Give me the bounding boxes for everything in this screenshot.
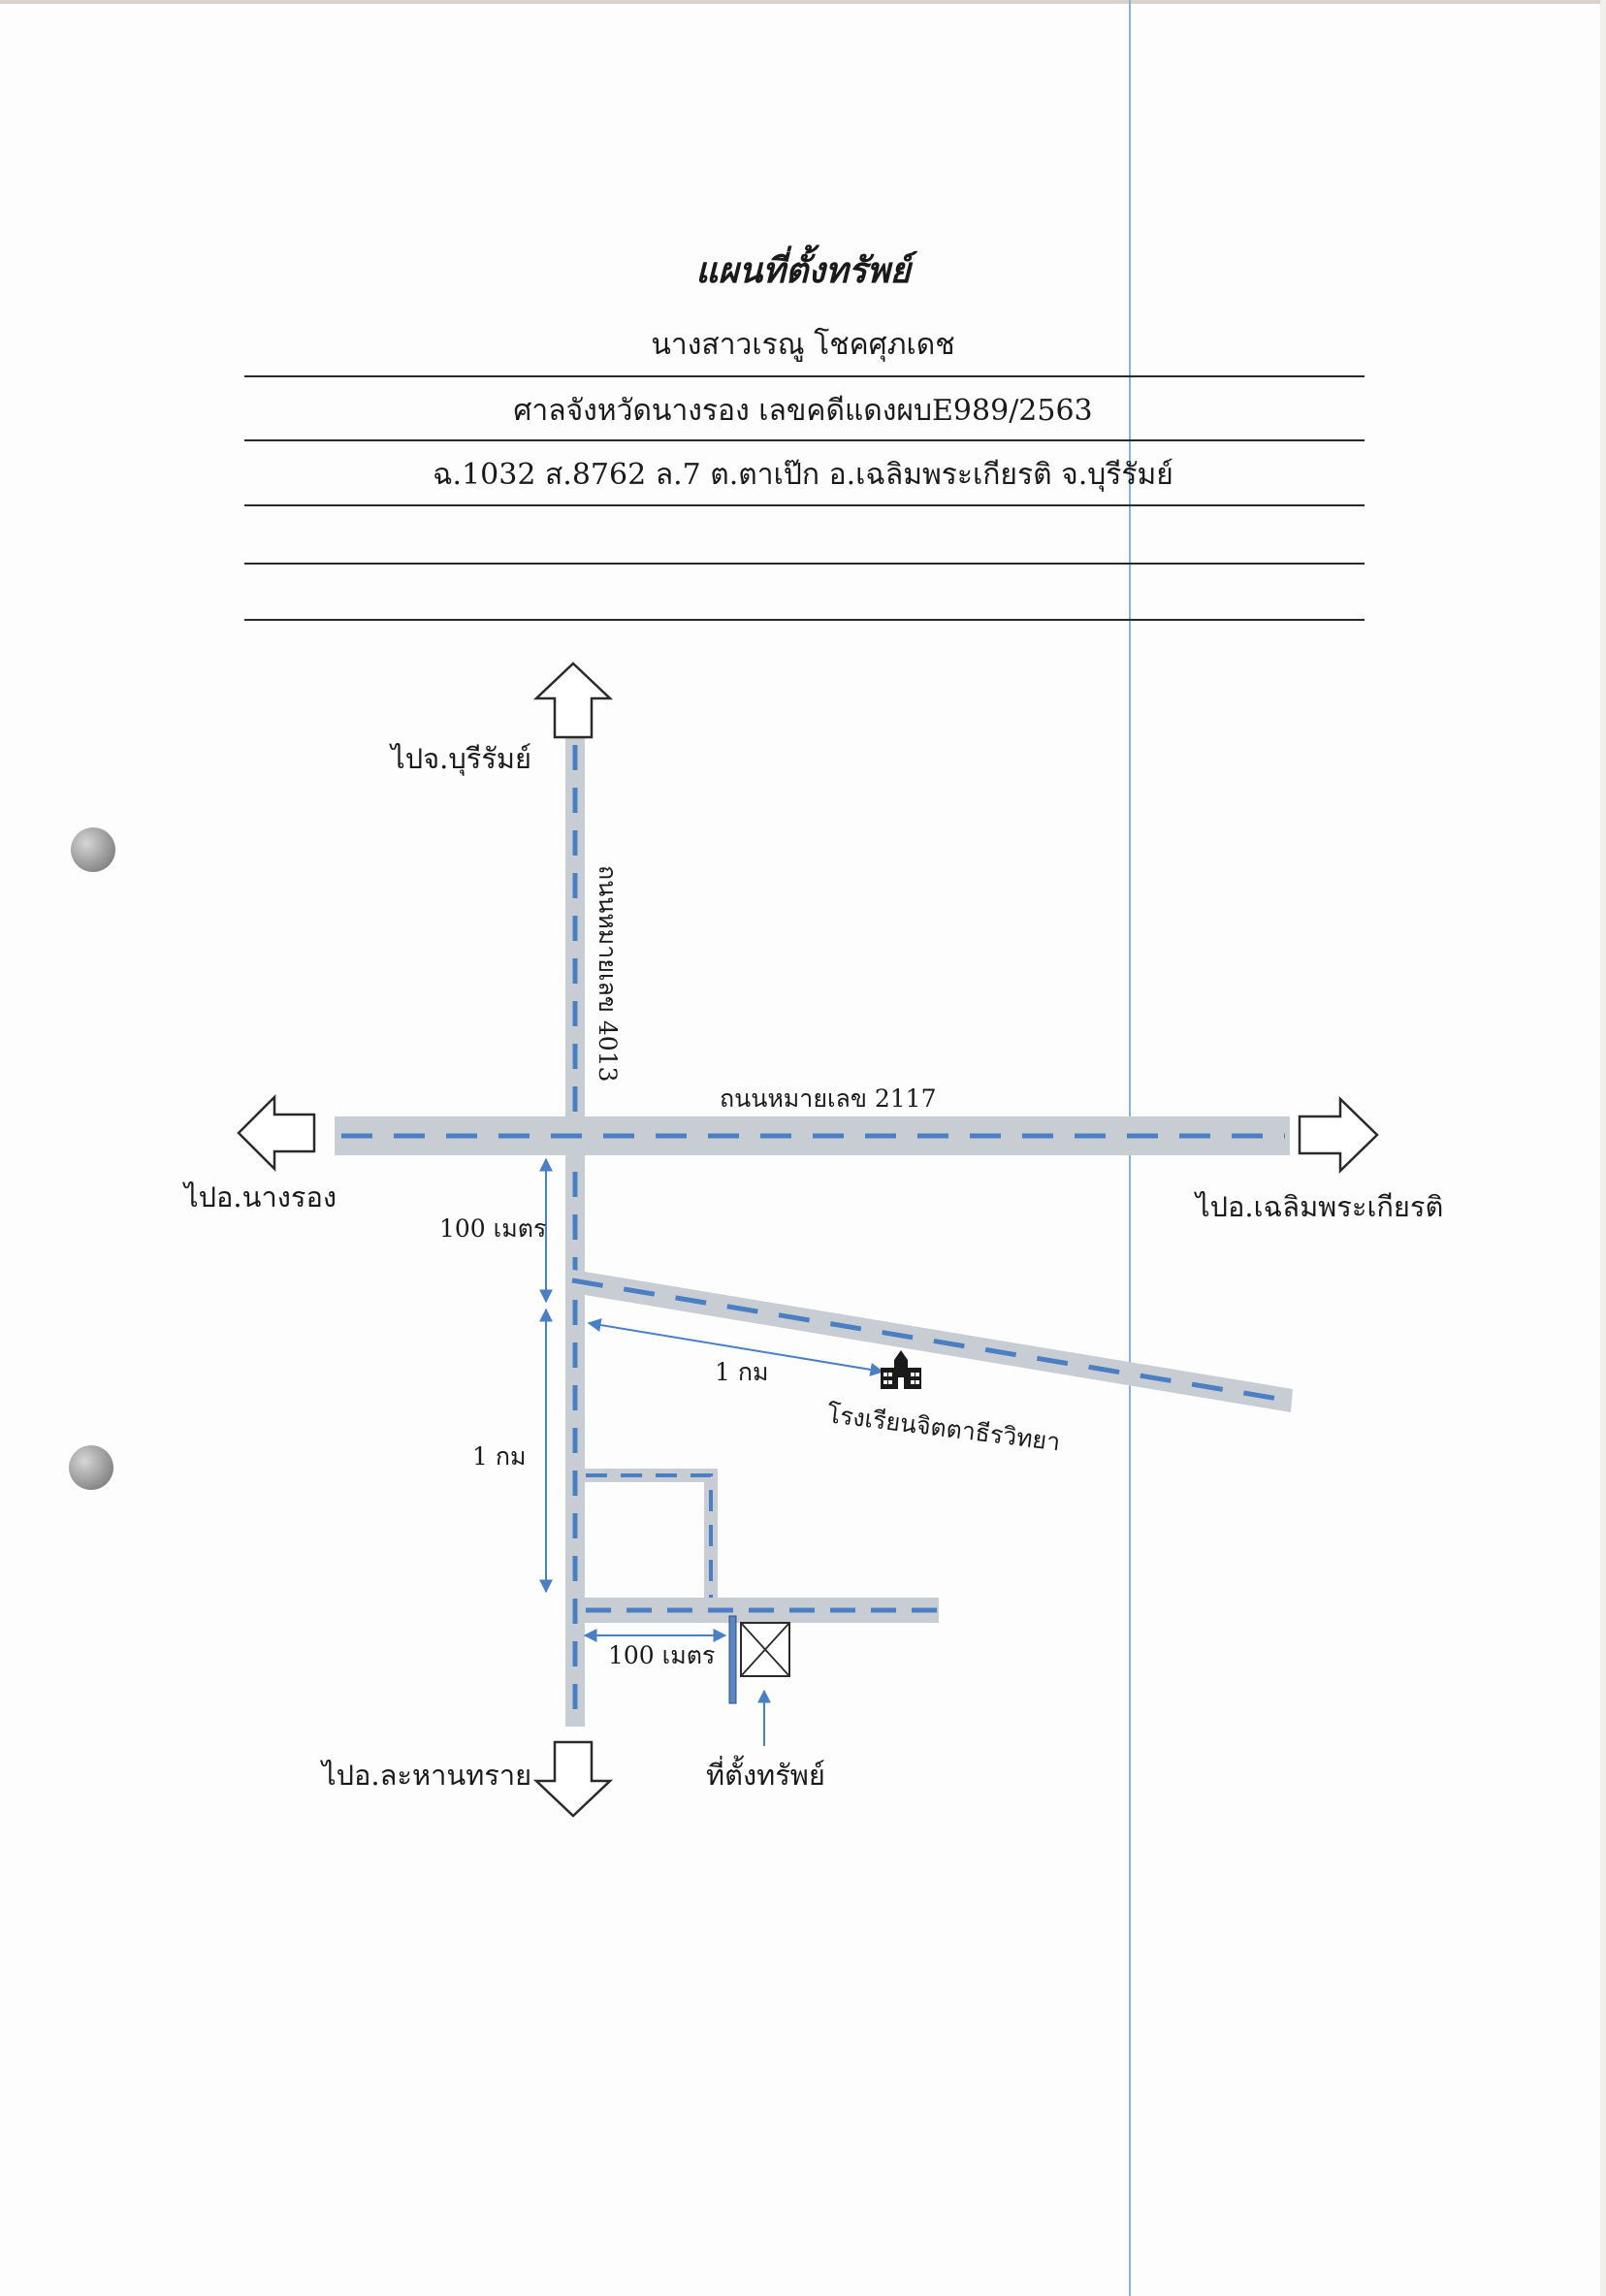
arrow-right-icon [1298, 1096, 1379, 1174]
rule-2 [244, 439, 1365, 441]
scan-right-shadow [1600, 0, 1606, 2296]
court-case: ศาลจังหวัดนางรอง เลขคดีแดงผบE989/2563 [513, 394, 1093, 428]
arrow-left-icon [237, 1093, 316, 1173]
label-to-chaloem: ไปอ.เฉลิมพระเกียรติ [1194, 1190, 1443, 1223]
rule-4 [244, 563, 1365, 565]
side-loop-road [582, 1469, 718, 1601]
land-deed: ฉ.1032 ส.8762 ล.7 ต.ตาเป๊ก อ.เฉลิมพระเกี… [433, 458, 1173, 492]
label-school: โรงเรียนจิตตาธีรวิทยา [825, 1400, 1062, 1456]
label-100m-junction: 100 เมตร [439, 1214, 546, 1243]
label-to-nangrong: ไปอ.นางรอง [182, 1180, 337, 1213]
road-2117 [335, 1116, 1290, 1155]
rule-1 [244, 375, 1365, 377]
rule-3 [244, 504, 1365, 506]
property-marker-icon [728, 1615, 790, 1704]
label-to-lahansai: ไปอ.ละหานทราย [320, 1759, 531, 1792]
dim-branch-to-school [587, 1318, 884, 1376]
label-100m-property: 100 เมตร [608, 1641, 715, 1669]
owner-name: นางสาวเรณู โชคศุภเดช [651, 328, 955, 362]
label-to-buriram: ไปจ.บุรีรัมย์ [389, 742, 531, 776]
arrow-up-icon [532, 662, 614, 739]
side-road [582, 1598, 939, 1623]
scan-top-shadow [0, 0, 1606, 4]
page-title: แผนที่ตั้งทรัพย์ [695, 250, 911, 291]
branch-road [567, 1269, 1293, 1412]
rule-5 [244, 619, 1365, 621]
school-icon [881, 1350, 921, 1389]
punch-hole-top [71, 827, 115, 872]
label-1km-side: 1 กม [472, 1442, 526, 1471]
punch-hole-bottom [69, 1445, 113, 1490]
label-property: ที่ตั้งทรัพย์ [706, 1755, 825, 1792]
arrow-down-icon [532, 1740, 614, 1818]
road-4013 [565, 737, 585, 1727]
label-road-2117: ถนนหมายเลข 2117 [720, 1084, 937, 1113]
label-1km-school: 1 กม [715, 1358, 768, 1386]
label-road-4013: ถนนหมายเลข 4013 [594, 865, 622, 1083]
